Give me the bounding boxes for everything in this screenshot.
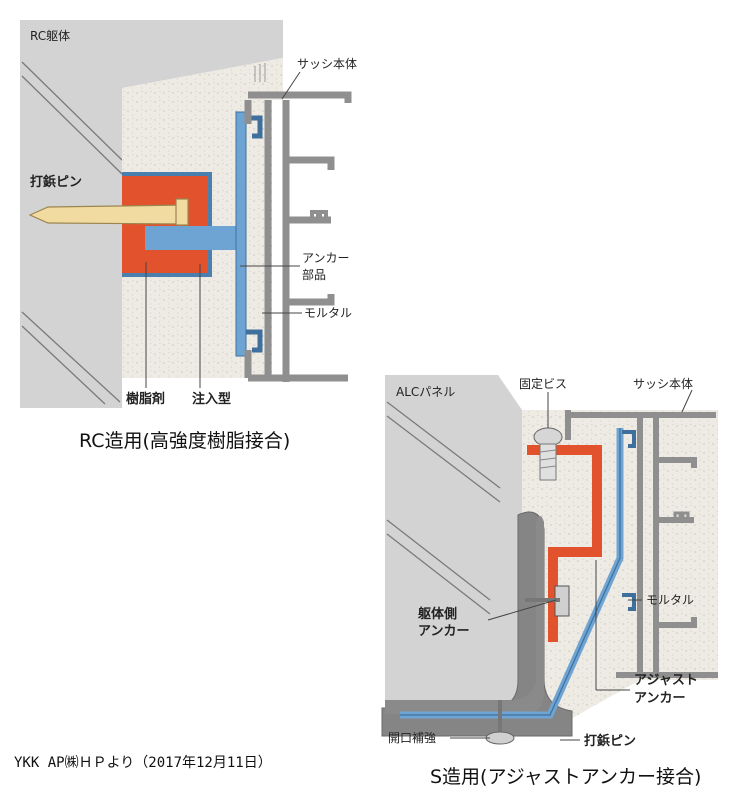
rc-anchor-bar [145,226,240,250]
rc-anchor-plate [235,111,247,357]
rc-anchor-hook-top [246,115,263,139]
s-mortar-label: モルタル [646,593,694,607]
s-anchor-hook-top [622,430,636,448]
rc-anchor-label-1: アンカー [302,251,350,265]
s-fixing-screw [533,427,563,481]
s-hatch-lines [386,401,501,615]
rc-sash-label: サッシ本体 [297,57,357,71]
rc-diagram: RC躯体 サッシ本体 打鋲ピン アンカー 部品 モルタル 樹脂剤 注入型 [20,20,357,408]
s-pin-label: 打鋲ピン [584,733,636,749]
rc-caption: RC造用(高強度樹脂接合) [79,430,291,452]
s-leaders [450,389,693,741]
s-body-anchor-label-1: 躯体側 [417,606,457,622]
rc-pin-head [175,198,189,226]
s-adjust-anchor-edge [400,428,621,716]
s-mortar-area [522,410,718,725]
s-anchor-hook-mid [622,593,636,611]
rc-hatch-lines [21,61,123,405]
rc-pin [28,204,187,225]
s-caption: S造用(アジャストアンカー接合) [430,766,702,788]
s-adjust-label-2: アンカー [634,691,685,706]
s-sash-frame [565,410,718,678]
rc-mold-outline [122,172,212,277]
rc-pin-label: 打鋲ピン [30,174,82,190]
rc-anchor-label-2: 部品 [302,267,326,282]
rc-concrete-body [20,20,283,408]
s-sash-clips [673,511,690,520]
rc-texture-marks [254,63,266,82]
rc-sash-frame [244,91,352,382]
s-body-anchor-label-2: アンカー [418,624,469,639]
s-adjust-label-1: アジャスト [634,673,698,688]
rc-mold-label: 注入型 [192,391,231,407]
s-alc-panel [385,375,522,700]
s-diagram: ALCパネル 固定ビス サッシ本体 躯体側 アンカー モルタル アジャスト アン… [381,375,718,749]
source-note: YKK AP㈱ＨＰより（2017年12月11日） [14,755,272,771]
rc-leaders [145,71,302,388]
s-screw-label: 固定ビス [519,376,567,391]
s-body-anchor [527,445,602,642]
rc-resin-label: 樹脂剤 [126,391,165,407]
s-body-label: ALCパネル [396,385,455,399]
s-sash-label: サッシ本体 [633,377,693,391]
rc-body-label: RC躯体 [30,28,70,43]
s-opening-label: 開口補強 [388,731,436,745]
rc-resin-block [122,176,208,273]
rc-sash-clips [310,210,328,220]
rc-anchor-hook-bottom [246,329,263,353]
rc-mortar-label: モルタル [304,306,352,320]
